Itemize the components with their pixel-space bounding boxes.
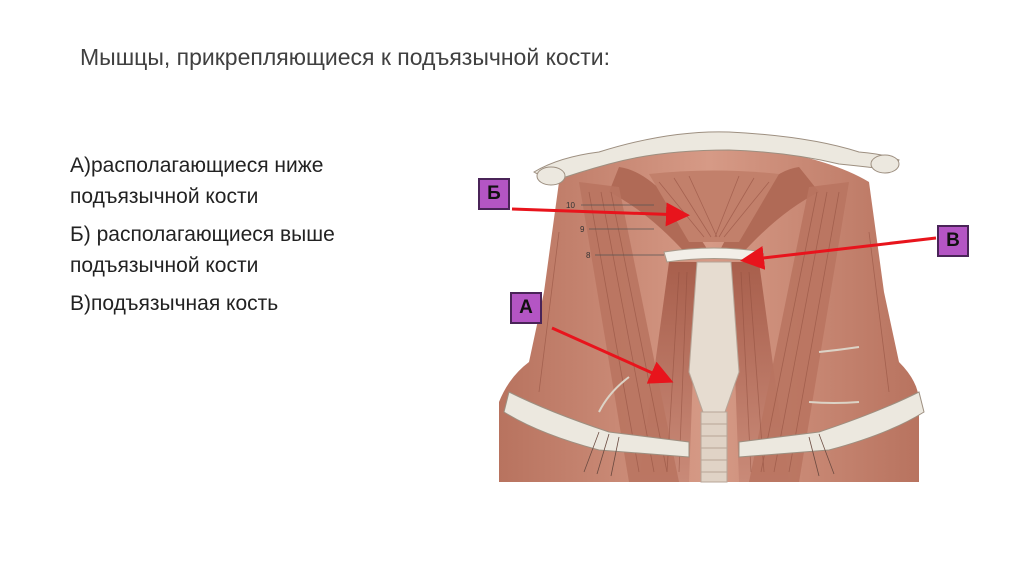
clavicle-left (503, 391, 690, 458)
slide-title: Мышцы, прикрепляющиеся к подъязычной кос… (80, 44, 610, 70)
number-9: 9 (580, 225, 585, 234)
neck-illustration-svg: 10 9 8 (499, 131, 925, 483)
jaw-left-end (536, 166, 566, 186)
clavicle-right (738, 391, 925, 458)
answer-list: А)располагающиеся ниже подъязычной кости… (70, 150, 450, 326)
mandible (533, 131, 900, 183)
larynx (688, 261, 740, 413)
label-v: В (937, 225, 969, 257)
list-item-b: Б) располагающиеся выше подъязычной кост… (70, 223, 335, 277)
label-a: А (510, 292, 542, 324)
list-item-v: В)подъязычная кость (70, 292, 279, 315)
label-b: Б (478, 178, 510, 210)
number-8: 8 (586, 251, 591, 260)
list-item-a: А)располагающиеся ниже подъязычной кости (70, 154, 324, 208)
neck-muscles-illustration: 10 9 8 (489, 112, 931, 500)
suprahyoid-right (719, 167, 819, 257)
jaw-right-end (870, 154, 900, 174)
number-10: 10 (566, 201, 575, 210)
